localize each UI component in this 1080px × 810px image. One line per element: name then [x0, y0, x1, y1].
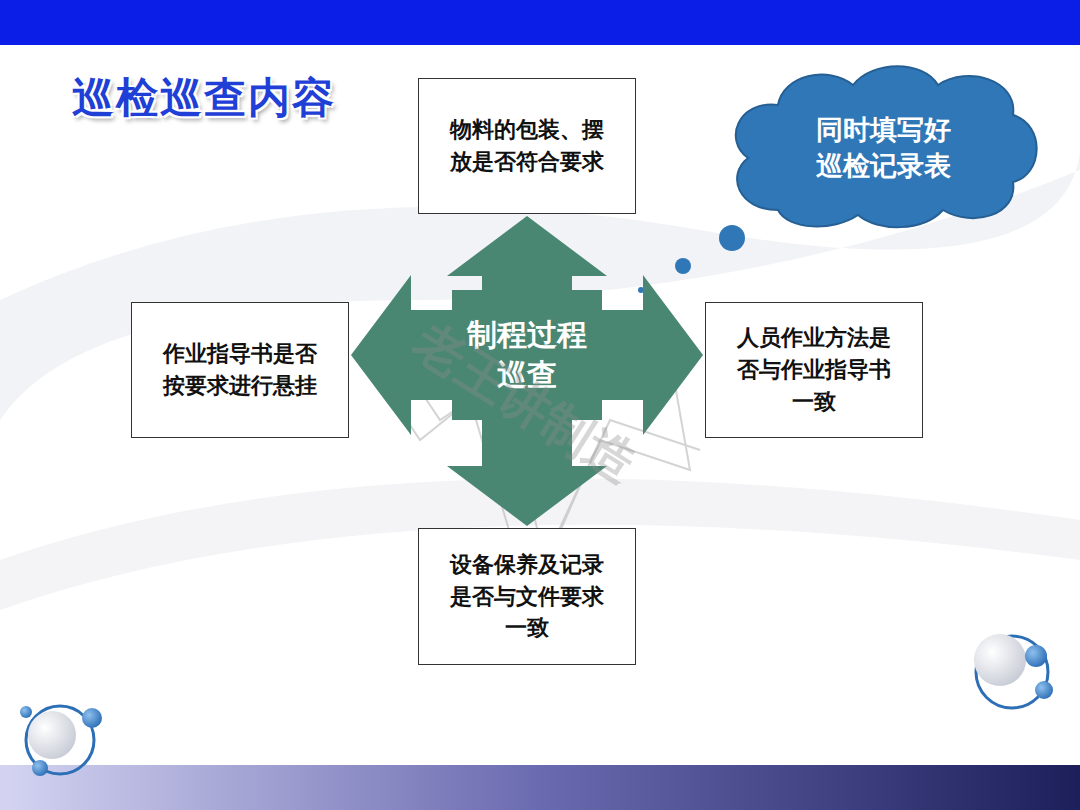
content-box: 作业指导书是否 按要求进行悬挂: [131, 302, 349, 438]
content-box: 人员作业方法是 否与作业指导书 一致: [705, 302, 923, 438]
block-arrow: [447, 216, 607, 291]
cloud-label: 同时填写好 巡检记录表: [798, 112, 968, 182]
box-label: 物料的包装、摆 放是否符合要求: [447, 114, 607, 178]
block-arrow: [601, 275, 703, 435]
cloud-shape: [718, 60, 1048, 235]
content-box: 物料的包装、摆 放是否符合要求: [418, 78, 636, 214]
slide-title: 巡检巡查内容: [72, 70, 336, 126]
box-label: 作业指导书是否 按要求进行悬挂: [160, 338, 320, 402]
content-box: 设备保养及记录 是否与文件要求 一致: [418, 528, 636, 665]
box-label: 设备保养及记录 是否与文件要求 一致: [447, 549, 607, 645]
box-label: 人员作业方法是 否与作业指导书 一致: [734, 322, 894, 418]
thought-cloud: 同时填写好 巡检记录表: [718, 60, 1048, 235]
